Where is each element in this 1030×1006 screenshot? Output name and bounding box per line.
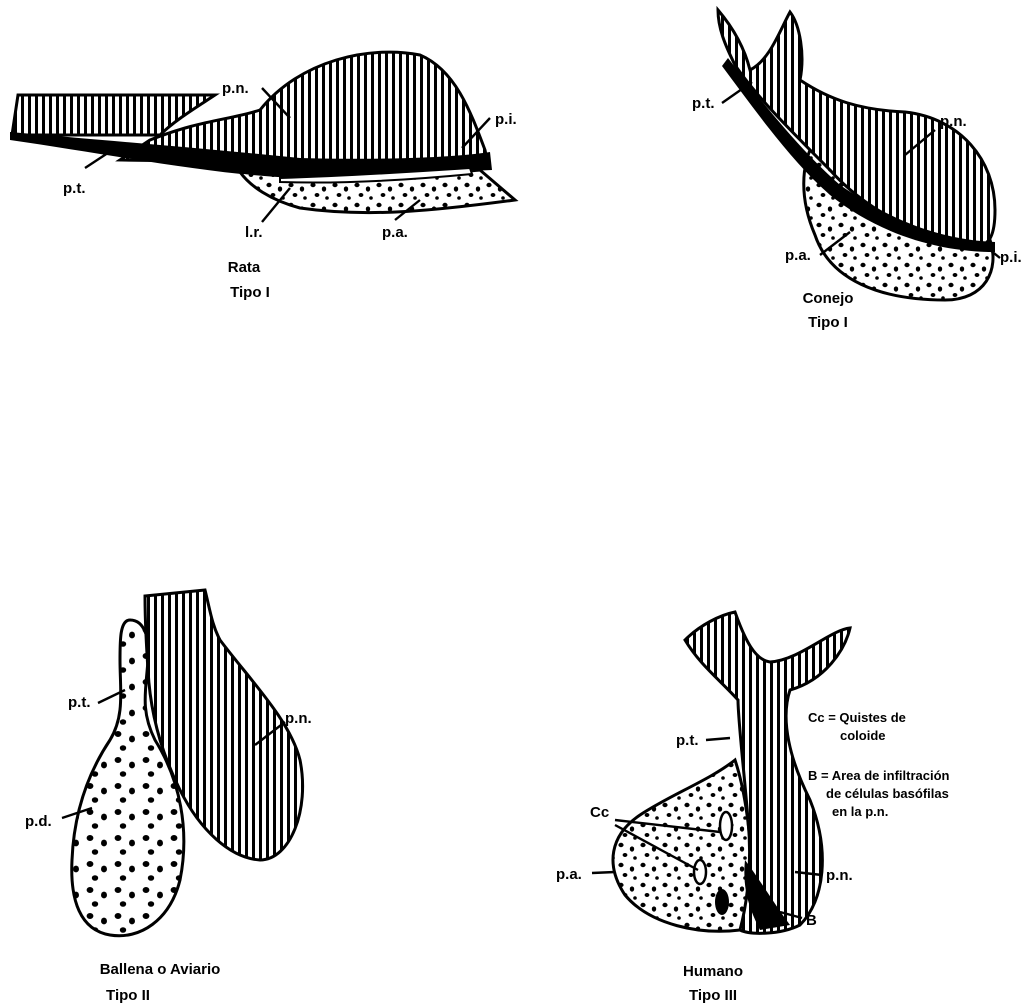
humano-label-pa: p.a. (556, 866, 582, 883)
humano-legend-b-line2: de células basófilas (826, 786, 949, 801)
conejo-label-pi: p.i. (1000, 249, 1022, 266)
humano-label-pn: p.n. (826, 867, 853, 884)
rata-label-pt: p.t. (63, 180, 86, 197)
conejo-label-pt: p.t. (692, 95, 715, 112)
humano-label-cc: Cc (590, 804, 609, 821)
ballena-label-pd: p.d. (25, 813, 52, 830)
humano-caption-type: Tipo III (689, 987, 737, 1004)
conejo-label-pn: p.n. (940, 113, 967, 130)
humano-caption-species: Humano (683, 963, 743, 980)
humano-colloid-cyst-2 (694, 860, 706, 884)
humano-colloid-cyst-3 (715, 889, 729, 915)
humano-colloid-cyst-1 (720, 812, 732, 840)
humano-label-b: B (806, 912, 817, 929)
ballena-label-pn: p.n. (285, 710, 312, 727)
humano-panel: p.t. Cc p.a. p.n. B Cc = Quistes de colo… (556, 612, 950, 1004)
conejo-label-pa: p.a. (785, 247, 811, 264)
humano-legend-b-line1: B = Area de infiltración (808, 768, 950, 783)
humano-pars-anterior (613, 760, 752, 931)
ballena-panel: p.t. p.n. p.d. Ballena o Aviario Tipo II (25, 590, 312, 1004)
conejo-panel: p.t. p.n. p.a. p.i. Conejo Tipo I (692, 10, 1022, 331)
rata-caption-type: Tipo I (230, 284, 270, 301)
ballena-caption-species: Ballena o Aviario (100, 961, 221, 978)
humano-legend-b-line3: en la p.n. (832, 804, 888, 819)
conejo-caption-species: Conejo (803, 290, 854, 307)
humano-label-pt: p.t. (676, 732, 699, 749)
rata-label-pa: p.a. (382, 224, 408, 241)
ballena-caption-type: Tipo II (106, 987, 150, 1004)
rata-label-pi: p.i. (495, 111, 517, 128)
rata-caption-species: Rata (228, 259, 261, 276)
rata-label-pn: p.n. (222, 80, 249, 97)
humano-legend-cc-line1: Cc = Quistes de (808, 710, 906, 725)
humano-legend-cc-line2: coloide (840, 728, 886, 743)
rata-panel: p.n. p.i. p.t. l.r. p.a. Rata Tipo I (10, 52, 517, 301)
ballena-label-pt: p.t. (68, 694, 91, 711)
conejo-caption-type: Tipo I (808, 314, 848, 331)
rata-label-lr: l.r. (245, 224, 263, 241)
